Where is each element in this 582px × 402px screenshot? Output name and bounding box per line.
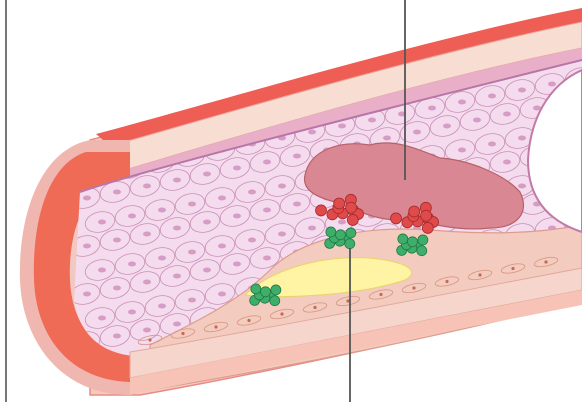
cell-nucleus — [263, 208, 271, 213]
cell-nucleus — [128, 214, 136, 219]
cell-nucleus — [203, 268, 211, 273]
cell-nucleus — [413, 130, 421, 135]
macrophage-cluster — [325, 227, 356, 249]
cell-nucleus — [233, 214, 241, 219]
cell-nucleus — [338, 124, 346, 129]
cell-nucleus — [548, 82, 556, 87]
cell-nucleus — [188, 250, 196, 255]
cell-nucleus — [488, 142, 496, 147]
cell-nucleus — [83, 292, 91, 297]
macrophage-cluster — [397, 234, 428, 256]
cell-nucleus — [188, 202, 196, 207]
cell-nucleus — [143, 328, 151, 333]
cell-nucleus — [128, 310, 136, 315]
cell-nucleus — [488, 94, 496, 99]
cell-nucleus — [248, 190, 256, 195]
cell-nucleus — [158, 256, 166, 261]
cell-nucleus — [383, 136, 391, 141]
cell-nucleus — [143, 280, 151, 285]
cell-nucleus — [293, 202, 301, 207]
macrophage-cluster — [250, 284, 281, 306]
cell-nucleus — [368, 118, 376, 123]
cell-nucleus — [458, 148, 466, 153]
cell-nucleus — [188, 298, 196, 303]
cell-nucleus — [263, 160, 271, 165]
cell-nucleus — [98, 268, 106, 273]
cell-nucleus — [518, 88, 526, 93]
cell-nucleus — [308, 130, 316, 135]
cell-nucleus — [278, 184, 286, 189]
cell-nucleus — [233, 166, 241, 171]
cell-nucleus — [113, 334, 121, 339]
cell-nucleus — [113, 238, 121, 243]
cell-nucleus — [518, 184, 526, 189]
cell-nucleus — [248, 238, 256, 243]
cell-nucleus — [203, 172, 211, 177]
cell-nucleus — [113, 190, 121, 195]
cell-nucleus — [203, 220, 211, 225]
cell-nucleus — [308, 226, 316, 231]
cell-nucleus — [458, 100, 466, 105]
cell-nucleus — [293, 154, 301, 159]
cell-nucleus — [218, 292, 226, 297]
cell-nucleus — [233, 262, 241, 267]
cell-nucleus — [338, 220, 346, 225]
cell-nucleus — [278, 232, 286, 237]
cell-nucleus — [143, 184, 151, 189]
cell-nucleus — [158, 304, 166, 309]
cell-nucleus — [83, 196, 91, 201]
cell-nucleus — [173, 226, 181, 231]
cell-nucleus — [128, 262, 136, 267]
cell-nucleus — [218, 244, 226, 249]
cell-nucleus — [83, 244, 91, 249]
cell-nucleus — [98, 316, 106, 321]
cell-nucleus — [173, 322, 181, 327]
cell-nucleus — [473, 118, 481, 123]
cell-nucleus — [518, 136, 526, 141]
cell-nucleus — [98, 220, 106, 225]
cell-nucleus — [503, 112, 511, 117]
cell-nucleus — [443, 124, 451, 129]
cell-nucleus — [158, 208, 166, 213]
cell-nucleus — [218, 196, 226, 201]
cell-nucleus — [503, 160, 511, 165]
cell-nucleus — [428, 106, 436, 111]
cell-nucleus — [263, 256, 271, 261]
cell-nucleus — [173, 274, 181, 279]
cell-nucleus — [173, 178, 181, 183]
cell-nucleus — [143, 232, 151, 237]
cell-nucleus — [113, 286, 121, 291]
